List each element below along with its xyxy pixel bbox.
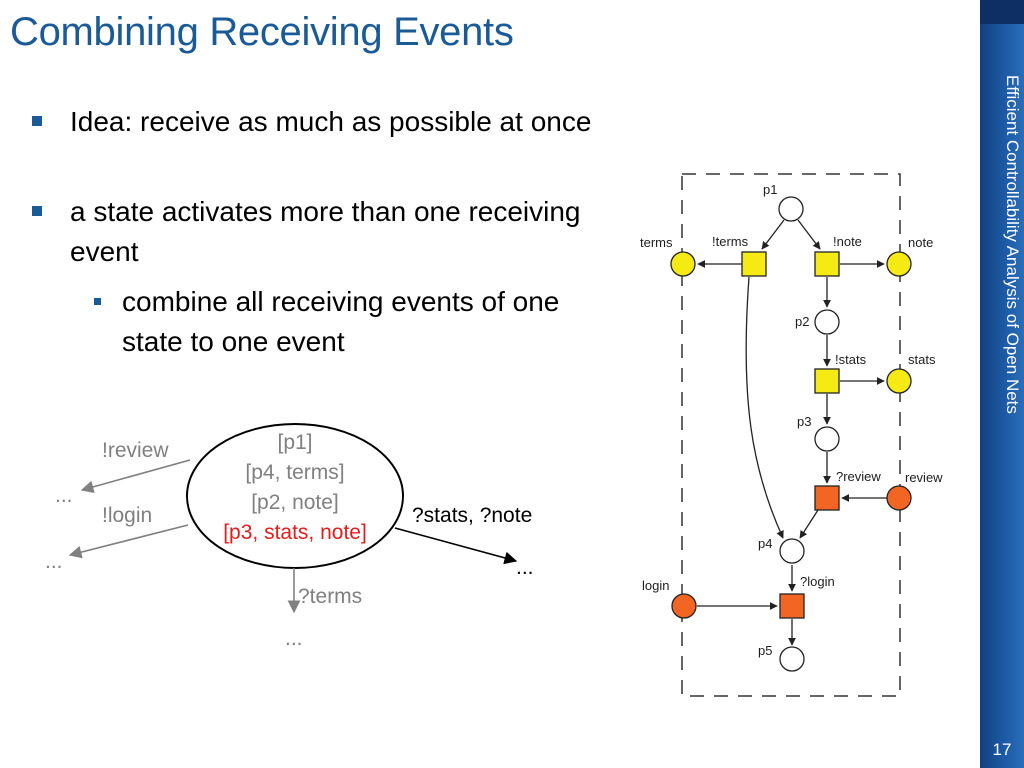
transition-send-terms [741, 251, 767, 277]
sub-bullet-marker [94, 298, 101, 305]
arc [797, 219, 821, 250]
transition-label-review: ?review [836, 469, 881, 484]
place-label-p3: p3 [797, 414, 811, 429]
bullet-text: a state activates more than one receivin… [70, 196, 581, 267]
place-label-review: review [905, 470, 943, 485]
interface-place-note [886, 251, 912, 277]
open-net: p1 p2 p3 p4 p5 terms note stats review l… [640, 173, 943, 697]
edge-label-stats-note: ?stats, ?note [412, 504, 532, 527]
place-label-note: note [908, 235, 933, 250]
place-p2 [814, 309, 840, 335]
place-p4 [779, 538, 805, 564]
ellipsis: ... [55, 484, 73, 507]
state-node [186, 423, 404, 569]
sidebar-title: Efficient Controllability Analysis of Op… [1003, 75, 1022, 414]
transition-label-stats: !stats [835, 352, 867, 367]
state-line: [p4, terms] [245, 461, 344, 484]
bullet-marker [32, 116, 42, 126]
place-p1 [778, 196, 804, 222]
interface-place-login [671, 593, 697, 619]
interface-place-review [886, 485, 912, 511]
place-p3 [814, 426, 840, 452]
place-label-terms: terms [640, 235, 673, 250]
arc [745, 276, 784, 539]
state-graph: [p1] [p4, terms] [p2, note] [p3, stats, … [45, 423, 534, 650]
state-line: [p2, note] [251, 491, 339, 514]
state-line-highlight: [p3, stats, note] [223, 521, 367, 544]
sidebar-top-band [980, 0, 1024, 24]
sub-bullet-combine: combine all receiving events of one stat… [94, 282, 602, 362]
bullet-text: combine all receiving events of one stat… [122, 286, 560, 357]
edge-login [68, 524, 189, 559]
edge-stats-note [394, 527, 518, 565]
page-number: 17 [992, 740, 1012, 759]
slide-title: Combining Receiving Events [10, 10, 514, 54]
transition-receive-login [779, 593, 805, 619]
edge-label-terms: ?terms [298, 585, 362, 608]
transition-label-note: !note [833, 234, 862, 249]
place-label-p1: p1 [763, 182, 777, 197]
sidebar: Efficient Controllability Analysis of Op… [980, 0, 1024, 768]
interface-place-terms [670, 251, 696, 277]
place-label-p4: p4 [758, 536, 772, 551]
net-boundary [681, 173, 901, 697]
arc [761, 219, 785, 250]
ellipsis: ... [45, 550, 63, 573]
bullet-text: Idea: receive as much as possible at onc… [70, 106, 592, 137]
edge-review [80, 459, 191, 494]
place-label-stats: stats [908, 352, 936, 367]
ellipsis: ... [285, 627, 303, 650]
place-label-p2: p2 [795, 314, 809, 329]
interface-place-stats [886, 368, 912, 394]
state-line: [p1] [277, 431, 312, 454]
ellipsis: ... [516, 556, 534, 579]
edge-label-login: !login [102, 504, 152, 527]
transition-send-stats [814, 368, 840, 394]
bullet-idea: Idea: receive as much as possible at onc… [32, 102, 600, 142]
edge-label-review: !review [102, 439, 169, 462]
place-label-p5: p5 [758, 643, 772, 658]
arc [799, 509, 819, 539]
transition-send-note [814, 251, 840, 277]
bullet-marker [32, 206, 42, 216]
place-label-login: login [642, 578, 669, 593]
transition-label-terms: !terms [712, 234, 749, 249]
place-p5 [779, 646, 805, 672]
transition-label-login: ?login [800, 574, 835, 589]
transition-receive-review [814, 485, 840, 511]
bullet-state-activates: a state activates more than one receivin… [32, 192, 590, 272]
